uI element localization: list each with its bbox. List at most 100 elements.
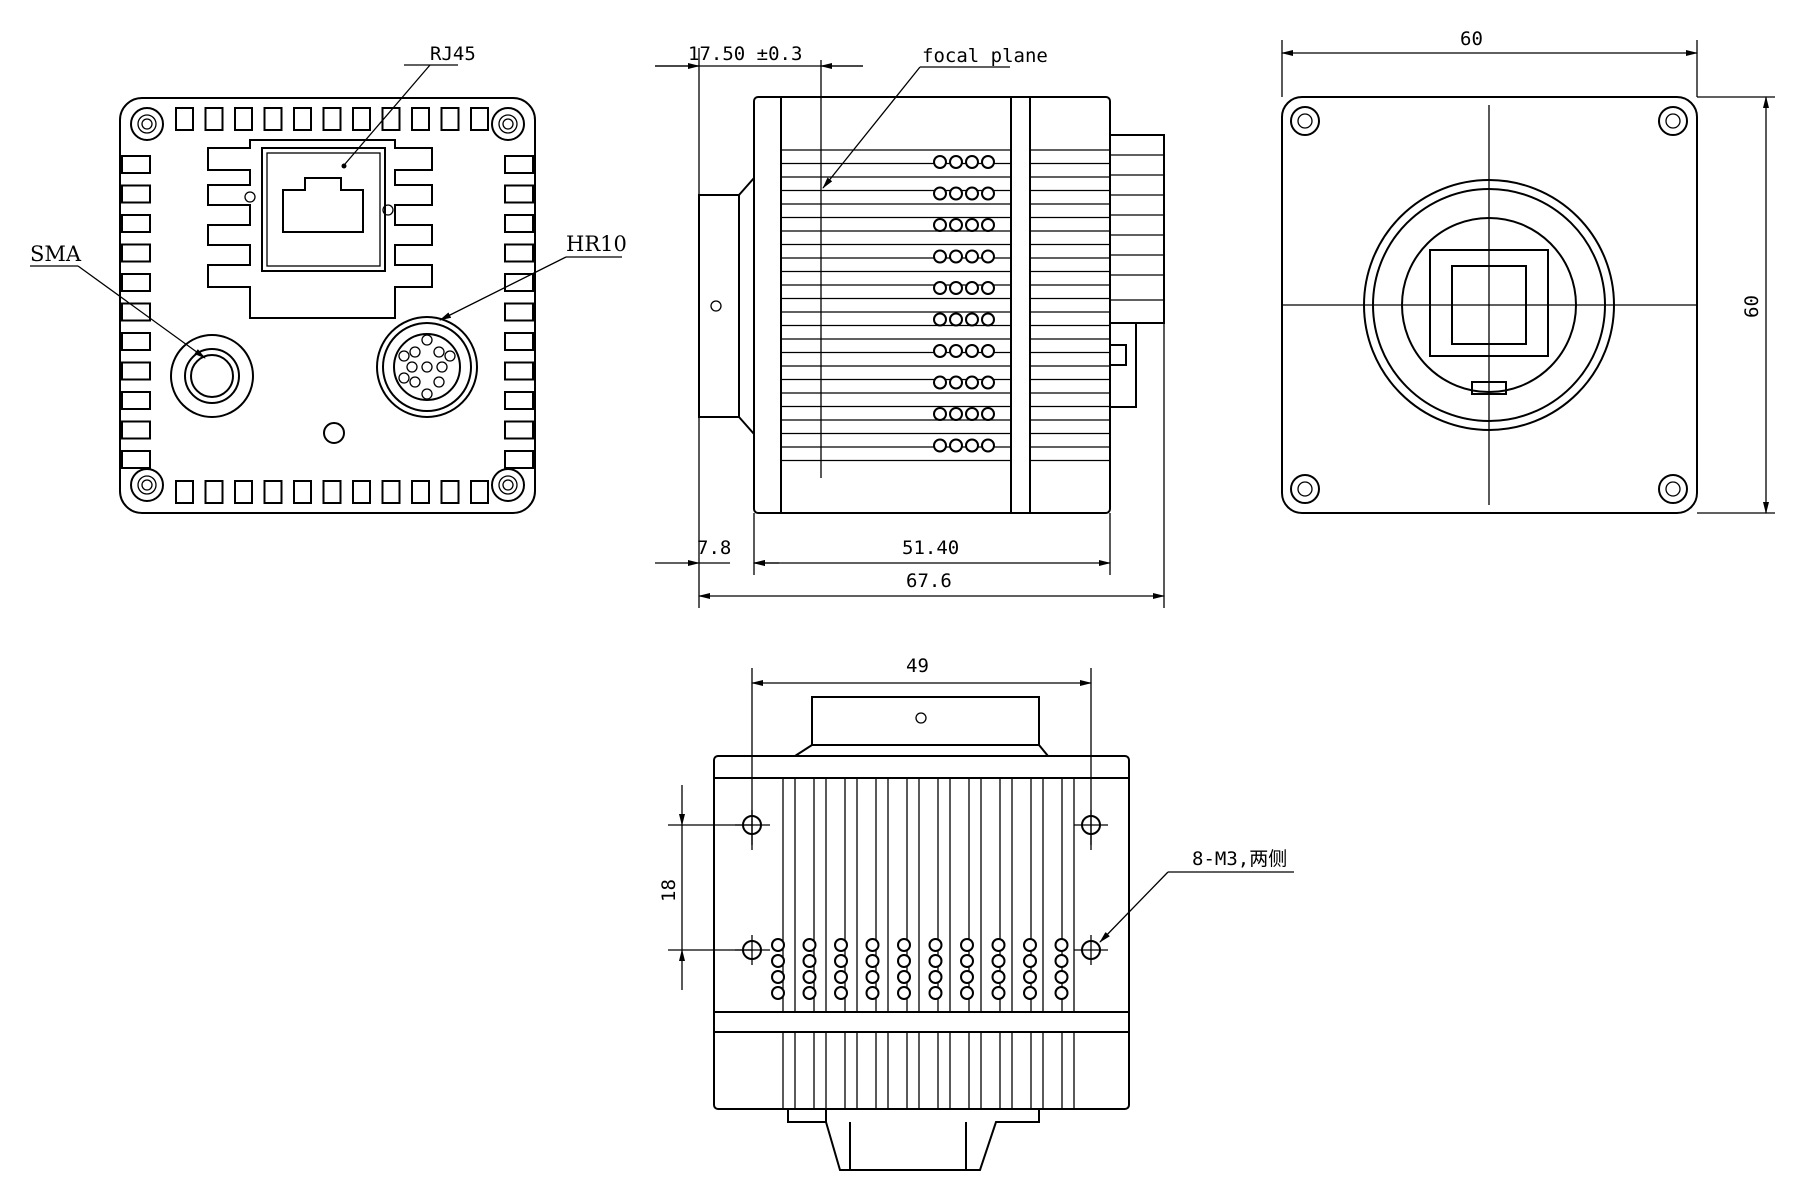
back-housing (119, 97, 536, 514)
hr10-pin (421, 361, 433, 373)
back-fins-left (121, 155, 151, 469)
vent-hole (981, 249, 995, 264)
hr10-pin (406, 361, 418, 373)
back-fin (175, 480, 194, 504)
vent-hole (933, 312, 947, 327)
back-fin (121, 450, 151, 469)
vent-hole (949, 155, 963, 169)
vent-hole (865, 970, 880, 984)
vent-hole (965, 438, 979, 453)
vent-hole (928, 970, 943, 984)
vent-hole (933, 407, 947, 421)
hr10-label: HR10 (566, 232, 627, 256)
back-fin (121, 184, 151, 204)
hr10-pins (398, 334, 456, 400)
vent-hole (802, 938, 817, 952)
vent-hole (1023, 986, 1037, 1000)
vent-hole (949, 186, 963, 201)
bottom-fin (968, 777, 982, 1013)
vent-hole (1023, 938, 1037, 952)
side-vents (933, 155, 995, 453)
vent-hole (834, 986, 848, 1000)
back-view: RJ45 SMA HR10 (30, 43, 627, 514)
vent-hole (771, 970, 785, 984)
vent-hole (991, 938, 1006, 952)
vent-hole (933, 344, 947, 358)
vent-hole (1054, 938, 1069, 952)
back-fin (322, 480, 342, 504)
vent-hole (981, 407, 995, 421)
vent-hole (802, 970, 817, 984)
bottom-fin (875, 1031, 889, 1110)
hr10-pin (436, 361, 448, 373)
vent-hole (933, 281, 947, 295)
bottom-housing (713, 755, 1130, 1110)
vent-hole (981, 218, 995, 232)
vent-hole (897, 938, 911, 952)
bottom-connectors (787, 1109, 1040, 1171)
vent-hole (965, 218, 979, 232)
vent-hole (933, 218, 947, 232)
sma-connector (170, 334, 254, 418)
back-fin (381, 107, 401, 131)
vent-hole (981, 155, 995, 169)
corner-screw-icon (130, 468, 164, 502)
bottom-fin (844, 777, 858, 1013)
vent-hole (981, 186, 995, 201)
back-fin (504, 332, 534, 351)
bottom-fin (782, 777, 796, 1013)
corner-screw-icon (1290, 474, 1320, 504)
back-fin (121, 420, 151, 440)
back-fin (121, 214, 151, 233)
side-housing (753, 96, 1111, 514)
focal-plane-label: focal plane (922, 45, 1048, 67)
hr10-connector (376, 316, 478, 418)
corner-screw-icon (1658, 106, 1688, 136)
vent-hole (949, 249, 963, 264)
vent-hole (897, 954, 911, 968)
dimension-51-40: 51.40 (902, 537, 959, 559)
back-fin (504, 273, 534, 292)
back-fin (411, 480, 430, 504)
vent-hole (802, 954, 817, 968)
bottom-view: 49 18 8-M3,两侧 (658, 655, 1294, 1171)
vent-hole (949, 438, 963, 453)
vent-hole (960, 938, 974, 952)
back-fin (504, 184, 534, 204)
back-fin (234, 480, 253, 504)
bottom-fin (937, 777, 951, 1013)
vent-hole (865, 938, 880, 952)
corner-screw-icon (491, 107, 525, 141)
front-view: 60 60 (1281, 28, 1775, 514)
back-fin (381, 480, 401, 504)
back-fin (234, 107, 253, 131)
dimension-7-8: 7.8 (697, 537, 731, 559)
vent-hole (933, 438, 947, 453)
rj45-label: RJ45 (430, 43, 476, 65)
vent-hole (981, 281, 995, 295)
vent-hole (771, 938, 785, 952)
hr10-pin (433, 346, 445, 358)
vent-hole (960, 986, 974, 1000)
back-fins-bottom (175, 480, 489, 504)
back-fin (121, 361, 151, 381)
sma-label: SMA (30, 242, 82, 266)
back-fin (204, 480, 224, 504)
bottom-fin (813, 777, 827, 1013)
back-fin (263, 107, 283, 131)
vent-hole (1054, 970, 1069, 984)
vent-hole (933, 186, 947, 201)
flange-dimension: 17.50 ±0.3 (688, 43, 802, 65)
vent-hole (834, 970, 848, 984)
back-fin (293, 480, 312, 504)
vent-hole (928, 986, 943, 1000)
vent-hole (991, 954, 1006, 968)
back-fin (121, 155, 151, 174)
bottom-width-dimension: 49 (906, 655, 929, 677)
screw-note-label: 8-M3,两侧 (1192, 848, 1287, 870)
vent-hole (949, 375, 963, 390)
bottom-fins (782, 777, 1075, 1110)
corner-screw-icon (491, 468, 525, 502)
vent-hole (991, 986, 1006, 1000)
